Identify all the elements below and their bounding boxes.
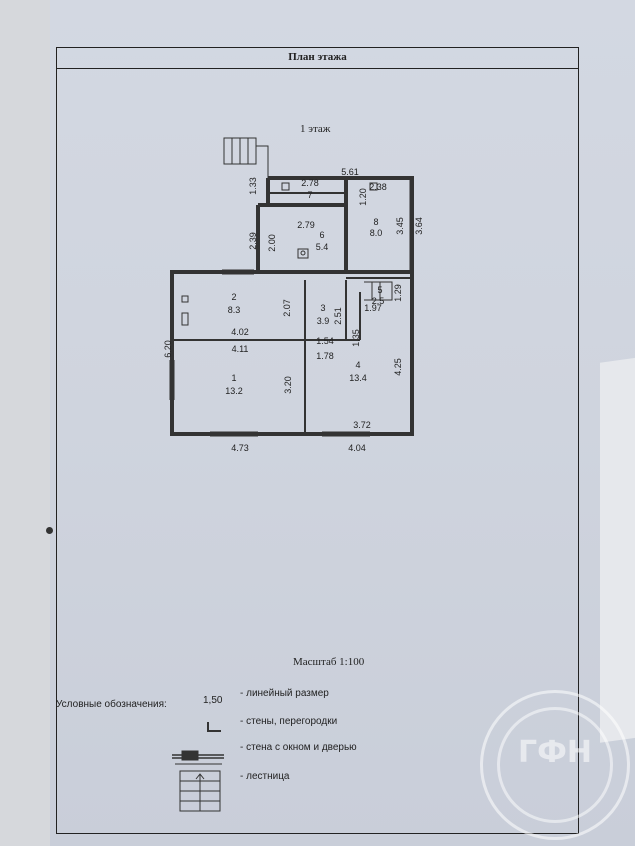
dim-372: 3.72 [353,420,371,430]
dim-425: 4.25 [393,358,403,376]
dim-200: 2.00 [267,234,277,252]
dim-129: 1.29 [393,284,403,302]
dim-178: 1.78 [316,351,334,361]
dim-251: 2.51 [333,307,343,325]
room-area-4: 13.4 [349,373,367,383]
legend-heading: Условные обозначения: [56,699,167,710]
legend-item-1: - линейный размер [240,688,329,699]
dim-133: 1.33 [248,177,258,195]
legend-item-2: - стены, перегородки [240,716,338,727]
room-7-dim: 2.78 [301,178,319,188]
scale-label: Масштаб 1:100 [293,656,365,668]
legend-symbol-1: 1,50 [203,695,223,706]
room-number-3: 3 [320,303,325,313]
room-number-7: 7 [307,190,312,200]
stamp-inner-ring [497,707,613,823]
dim-207: 2.07 [282,299,292,317]
room-number-5: 5 [377,285,382,295]
room-area-2: 8.3 [228,305,241,315]
room-number-6: 6 [319,230,324,240]
legend-item-3: - стена с окном и дверью [240,742,357,753]
stamp-text: ГФН [518,735,592,770]
dim-364: 3.64 [414,217,424,235]
dim-120: 1.20 [358,188,368,206]
room-area-3: 3.9 [317,316,330,326]
room-area-6: 5.4 [316,242,329,252]
dim-473: 4.73 [231,443,249,453]
floor-label: 1 этаж [300,123,331,135]
punch-hole [46,527,53,534]
dim-411: 4.11 [232,344,249,354]
dim-135: 1.35 [351,329,361,347]
dim-561: 5.61 [341,167,359,177]
room-number-8: 8 [373,217,378,227]
dim-239: 2.39 [248,232,258,250]
dim-320: 3.20 [283,376,293,394]
dim-404: 4.04 [348,443,366,453]
drawing-frame [56,47,579,834]
dim-345: 3.45 [395,217,405,235]
room-area-8: 8.0 [370,228,383,238]
dim-238: 2.38 [369,182,387,192]
dim-154: 1.54 [316,336,334,346]
room-number-2: 2 [231,292,236,302]
room-area-1: 13.2 [225,386,243,396]
title-bar: План этажа [56,47,579,69]
room-number-1: 1 [231,373,236,383]
room-area-5: 2.5 [372,296,385,306]
room-number-4: 4 [355,360,360,370]
watermark-stamp: ГФН [480,690,630,840]
document-title: План этажа [288,51,347,63]
legend-item-4: - лестница [240,771,290,782]
dim-402: 4.02 [231,327,249,337]
dim-279: 2.79 [297,220,315,230]
dim-197: 1.97 [364,303,382,313]
dim-620: 6.20 [163,340,173,358]
